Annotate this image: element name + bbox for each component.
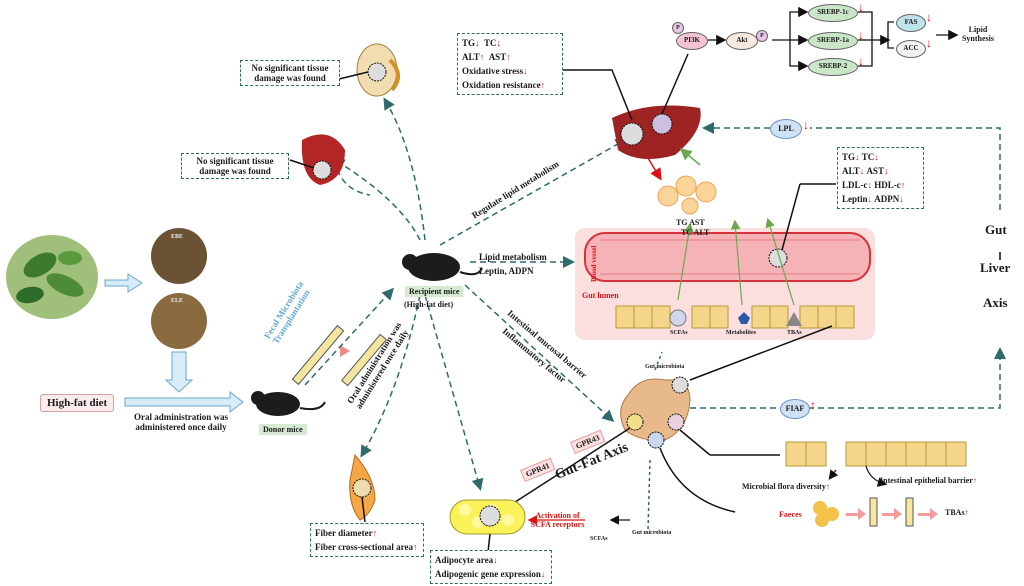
blood-vessel-label: Blood vessel (590, 245, 598, 282)
adipocyte-area: Adipocyte area (435, 555, 494, 565)
lipid-metabolism-label: Lipid metabolism (479, 252, 547, 262)
serum-hdl: HDL-c (874, 180, 901, 190)
srebp2-node: SREBP-2 (808, 58, 858, 76)
liver-alt: ALT (462, 52, 480, 62)
serum-adpn: ADPN (874, 194, 900, 204)
akt-node: Akt (726, 32, 758, 50)
gut-lumen-label: Gut lumen (582, 291, 619, 300)
acc-node: ACC (896, 40, 926, 58)
serum-ast: AST (866, 166, 884, 176)
acc-arrow: ↓ (926, 36, 932, 50)
fiber-cross-section: Fiber cross-sectional area (315, 542, 413, 552)
pi3k-node: PI3K (676, 32, 708, 50)
recipient-mice-label: Recipient mice (405, 286, 464, 297)
tc-alt-label: TC ALT (681, 228, 710, 237)
blood-vessel (584, 232, 871, 282)
extract-label-bottom: ELE (171, 298, 184, 304)
metabolites-label: Metabolites (726, 330, 756, 336)
arrow-extract-down (164, 351, 194, 393)
tg-ast-label: TG AST (676, 218, 705, 227)
scfa-cluster (669, 309, 687, 327)
liver-oxidation-resistance: Oxidation resistance (462, 80, 541, 90)
gut-epithelium (615, 305, 855, 329)
high-fat-diet-label: High-fat diet (40, 394, 115, 412)
liver-tc: TC (484, 38, 497, 48)
donor-mice-label: Donor mice (259, 424, 307, 435)
arrow-plant-to-extract (104, 273, 143, 293)
tba-shape (786, 312, 802, 326)
adipose-indicator-box: Adipocyte area↓ Adipogenic gene expressi… (430, 550, 552, 584)
serum-ldl: LDL-c (842, 180, 868, 190)
muscle-organ-image (349, 453, 376, 521)
metabolite-shape (738, 312, 750, 324)
liver-indicator-box: TG↓ TC↓ ALT↑ AST↑ Oxidative stress↓ Oxid… (457, 33, 563, 95)
serum-indicator-box: TG↓ TC↓ ALT↓ AST↓ LDL-c↓ HDL-c↑ Leptin↓ … (837, 147, 924, 209)
srebp1a-arrow: ↓ (858, 28, 864, 42)
liver-ast: AST (488, 52, 507, 62)
microbial-diversity-label: Microbial flora diversity↑ (742, 482, 830, 491)
fiber-diameter: Fiber diameter (315, 528, 373, 538)
gut-microbiota-label: Gut microbiota (645, 364, 685, 370)
recipient-mice-sub: (High-fat diet) (404, 300, 454, 309)
leptin-adpn-label: Leptin, ADPN (479, 266, 534, 276)
scfas-bottom-label: SCFAs (590, 536, 608, 542)
spleen-note: No significant tissue damage was found (181, 153, 289, 179)
faeces-label: Faeces (779, 510, 802, 519)
gut-microbiota-bottom-label: Gut microbiota (632, 530, 672, 536)
liver-oxidative-stress: Oxidative stress (462, 66, 524, 76)
tbas-label: TBAs (787, 330, 802, 336)
pi3k-phospho: P (672, 22, 684, 34)
plant-image (6, 235, 98, 319)
oral-tube (340, 333, 388, 387)
serum-alt: ALT (842, 166, 860, 176)
faeces-image (813, 501, 839, 527)
lpl-arrow: ↓ (803, 118, 809, 132)
scfa-receptors-label: Activation of SCFA receptors (530, 511, 585, 529)
tube-arrow (340, 345, 350, 357)
intestinal-epithelial-label: Intestinal epithelial barrier↑ (880, 476, 977, 485)
serum-tg: TG (842, 152, 856, 162)
intestinal-barrier-cells (785, 441, 967, 467)
recipient-mouse-image (402, 253, 483, 281)
gut-liver-axis-axis: Axis (983, 295, 1008, 310)
srebp2-arrow: ↓ (858, 54, 864, 68)
serum-tc: TC (861, 152, 875, 162)
fmt-tube (291, 324, 345, 386)
liver-tg: TG (462, 38, 476, 48)
gut-liver-axis-gut: Gut (985, 222, 1007, 237)
extract-label-top: EBE (171, 234, 184, 240)
faeces-tube-1 (869, 497, 878, 527)
fiaf-node: FIAF (780, 399, 810, 419)
akt-phospho: P (756, 30, 768, 42)
faeces-tube-2 (905, 497, 914, 527)
kidney-note: No significant tissue damage was found (240, 60, 340, 86)
lipid-droplets (657, 175, 717, 215)
spleen-organ-image (301, 134, 345, 185)
liver-organ-image (612, 105, 701, 159)
fas-node: FAS (896, 14, 926, 32)
adipose-tissue-image (449, 499, 526, 535)
gut-liver-axis-liver: Liver (980, 260, 1011, 276)
lipid-synthesis-label: Lipid Synthesis (961, 25, 994, 43)
extract-dish-bottom (151, 293, 207, 349)
srebp1c-node: SREBP-1c (808, 4, 858, 22)
kidney-organ-image (356, 43, 400, 97)
srebp1c-arrow: ↓ (858, 0, 864, 14)
srebp1a-node: SREBP-1a (808, 32, 858, 50)
tbas-right-label: TBAs↑ (945, 508, 969, 517)
muscle-indicator-box: Fiber diameter↑ Fiber cross-sectional ar… (310, 523, 424, 557)
fiaf-arrow: ↑ (810, 398, 816, 412)
fas-arrow: ↓ (926, 10, 932, 24)
serum-leptin: Leptin (842, 194, 868, 204)
lpl-node: LPL (770, 119, 802, 139)
oral-admin-label: Oral administration was administered onc… (133, 412, 228, 432)
donor-mouse-image (251, 391, 326, 416)
arrow-diet-to-donor (124, 390, 244, 414)
scfas-label: SCFAs (670, 330, 688, 336)
adipogenic-expression: Adipogenic gene expression (435, 569, 541, 579)
extract-dish-top (151, 228, 207, 284)
intestine-organ-image (620, 376, 691, 449)
